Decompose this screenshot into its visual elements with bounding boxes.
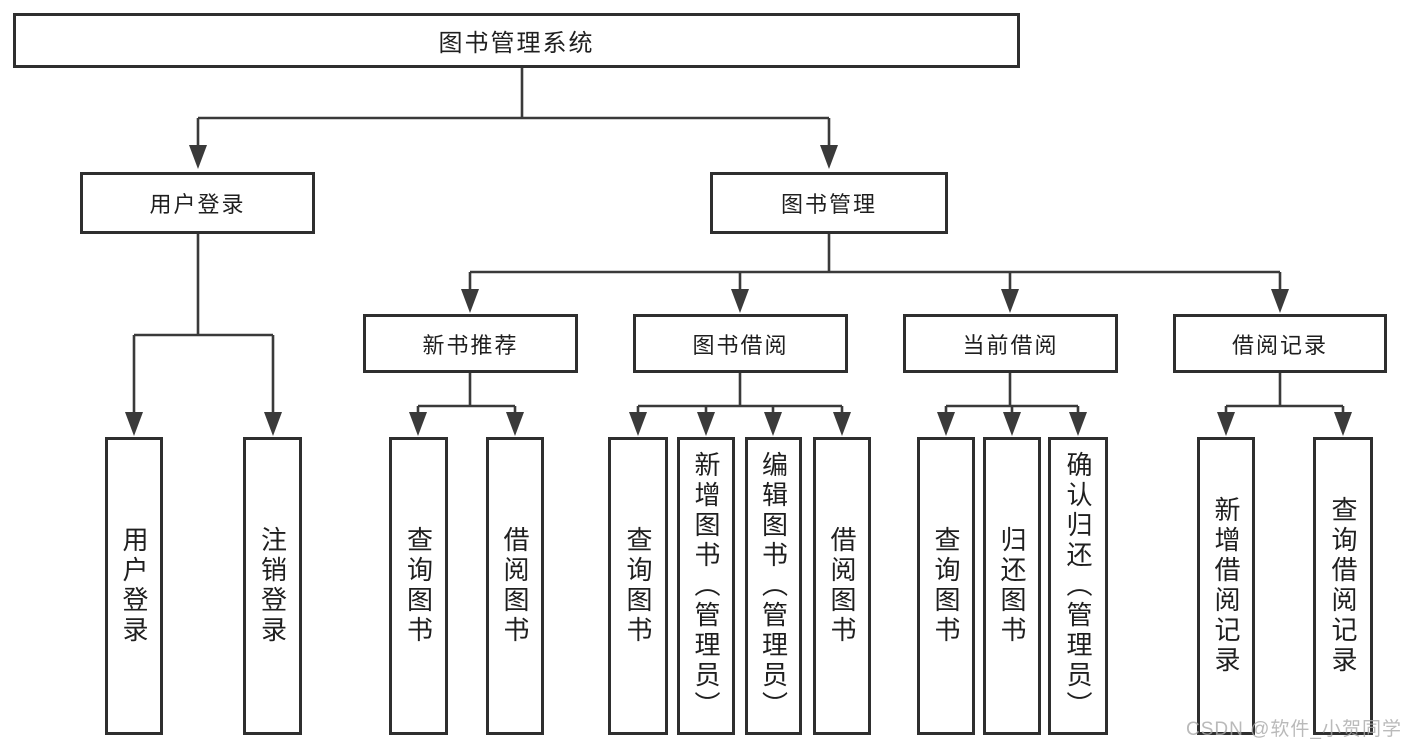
leaf-query-borrow-record: 查询借阅记录 xyxy=(1313,437,1373,735)
node-label: 新增借阅记录 xyxy=(1211,496,1241,676)
node-label: 注销登录 xyxy=(257,526,288,646)
node-label: 新书推荐 xyxy=(422,332,519,358)
node-current-borrowing: 当前借阅 xyxy=(903,314,1118,373)
leaf-query-books-3: 查询图书 xyxy=(917,437,975,735)
node-label: 新增图书（管理员） xyxy=(691,451,721,721)
node-book-management: 图书管理 xyxy=(710,172,948,234)
node-label: 用户登录 xyxy=(119,526,149,646)
leaf-return-books: 归还图书 xyxy=(983,437,1041,735)
node-new-book-recommendation: 新书推荐 xyxy=(363,314,578,373)
node-label: 图书管理 xyxy=(780,192,877,217)
leaf-confirm-return-admin: 确认归还（管理员） xyxy=(1048,437,1108,735)
node-user-login: 用户登录 xyxy=(80,172,315,234)
leaf-query-books-1: 查询图书 xyxy=(389,437,448,735)
node-library-management-system: 图书管理系统 xyxy=(13,13,1020,68)
node-label: 当前借阅 xyxy=(962,332,1059,358)
leaf-add-borrow-record: 新增借阅记录 xyxy=(1197,437,1255,735)
node-book-borrowing: 图书借阅 xyxy=(633,314,848,373)
leaf-add-books-admin: 新增图书（管理员） xyxy=(677,437,735,735)
leaf-borrow-books-1: 借阅图书 xyxy=(486,437,544,735)
leaf-user-login: 用户登录 xyxy=(105,437,163,735)
node-borrowing-records: 借阅记录 xyxy=(1173,314,1387,373)
node-label: 借阅图书 xyxy=(827,526,857,646)
node-label: 归还图书 xyxy=(997,526,1027,646)
node-label: 查询借阅记录 xyxy=(1328,496,1358,676)
node-label: 查询图书 xyxy=(403,526,434,646)
node-label: 借阅记录 xyxy=(1231,332,1328,358)
csdn-watermark: CSDN @软件_小贺同学 xyxy=(1186,719,1402,740)
node-label: 借阅图书 xyxy=(500,526,530,646)
leaf-logout: 注销登录 xyxy=(243,437,302,735)
node-label: 用户登录 xyxy=(149,192,246,217)
node-label: 查询图书 xyxy=(623,526,653,646)
leaf-borrow-books-2: 借阅图书 xyxy=(813,437,871,735)
node-label: 查询图书 xyxy=(931,526,961,646)
node-label: 确认归还（管理员） xyxy=(1063,451,1093,721)
node-label: 编辑图书（管理员） xyxy=(758,451,789,721)
node-label: 图书管理系统 xyxy=(438,30,595,57)
leaf-edit-books-admin: 编辑图书（管理员） xyxy=(745,437,802,735)
leaf-query-books-2: 查询图书 xyxy=(608,437,668,735)
node-label: 图书借阅 xyxy=(692,332,789,358)
